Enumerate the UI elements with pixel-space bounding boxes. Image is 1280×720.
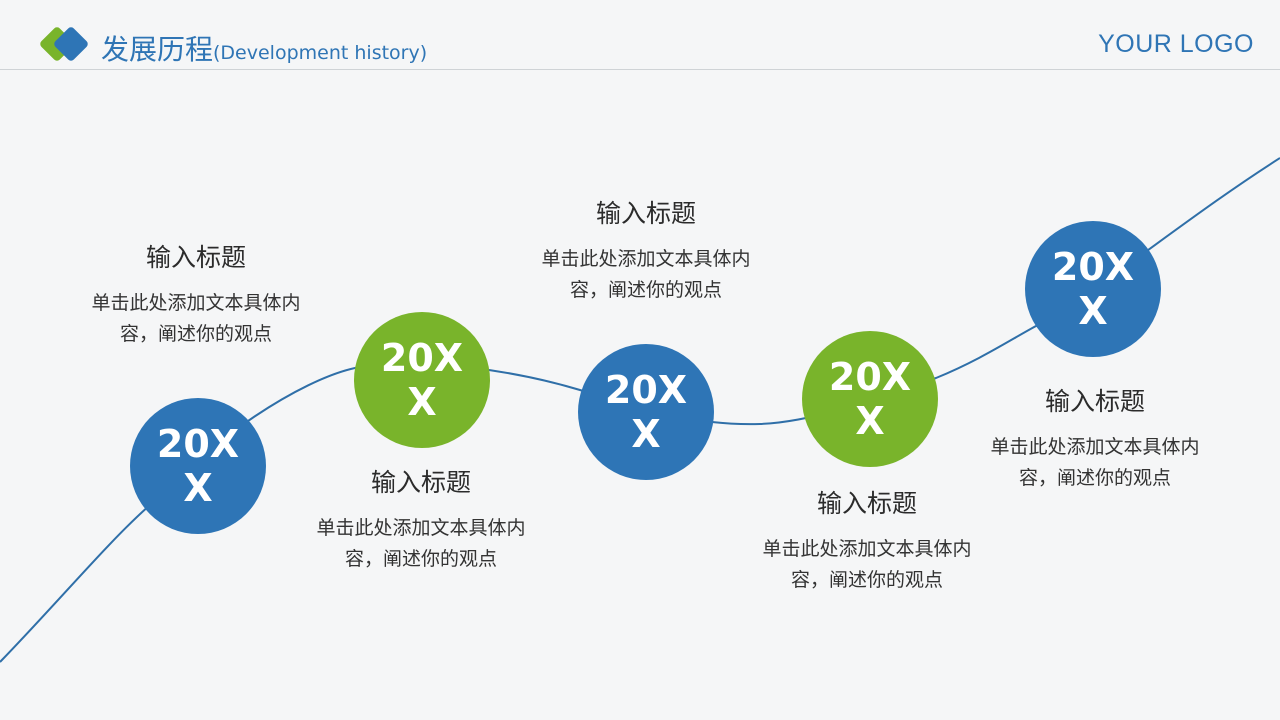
milestone-text-4: 输入标题 单击此处添加文本具体内容，阐述你的观点	[747, 488, 987, 596]
milestone-year-5: 20XX	[1051, 245, 1135, 333]
diamond-logo-icon	[40, 27, 88, 61]
milestone-desc-4: 单击此处添加文本具体内容，阐述你的观点	[762, 538, 972, 591]
milestone-desc-3: 单击此处添加文本具体内容，阐述你的观点	[541, 248, 751, 301]
milestone-desc-1: 单击此处添加文本具体内容，阐述你的观点	[91, 292, 301, 345]
milestone-year-2: 20XX	[380, 336, 464, 424]
milestone-node-2: 20XX	[354, 312, 490, 448]
page-title-cn: 发展历程	[101, 33, 214, 66]
milestone-node-3: 20XX	[578, 344, 714, 480]
milestone-title-3: 输入标题	[595, 199, 696, 228]
page-title-en: (Development history)	[213, 42, 428, 64]
milestone-title-5: 输入标题	[1044, 387, 1145, 416]
milestone-year-1: 20XX	[156, 422, 240, 510]
milestone-title-2: 输入标题	[370, 468, 471, 497]
milestone-title-4: 输入标题	[816, 489, 917, 518]
milestone-year-4: 20XX	[828, 355, 912, 443]
brand-logo-text: YOUR LOGO	[1098, 30, 1254, 58]
milestone-node-1: 20XX	[130, 398, 266, 534]
milestone-desc-5: 单击此处添加文本具体内容，阐述你的观点	[990, 436, 1200, 489]
milestone-desc-2: 单击此处添加文本具体内容，阐述你的观点	[316, 517, 526, 570]
milestone-node-5: 20XX	[1025, 221, 1161, 357]
header-divider	[0, 69, 1280, 70]
milestone-title-1: 输入标题	[145, 243, 246, 272]
milestone-year-3: 20XX	[604, 368, 688, 456]
milestone-text-3: 输入标题 单击此处添加文本具体内容，阐述你的观点	[526, 198, 766, 306]
slide-header: 发展历程(Development history) YOUR LOGO	[0, 0, 1280, 72]
milestone-text-2: 输入标题 单击此处添加文本具体内容，阐述你的观点	[301, 467, 541, 575]
milestone-text-5: 输入标题 单击此处添加文本具体内容，阐述你的观点	[975, 386, 1215, 494]
page-title: 发展历程(Development history)	[101, 28, 427, 68]
milestone-node-4: 20XX	[802, 331, 938, 467]
milestone-text-1: 输入标题 单击此处添加文本具体内容，阐述你的观点	[76, 242, 316, 350]
